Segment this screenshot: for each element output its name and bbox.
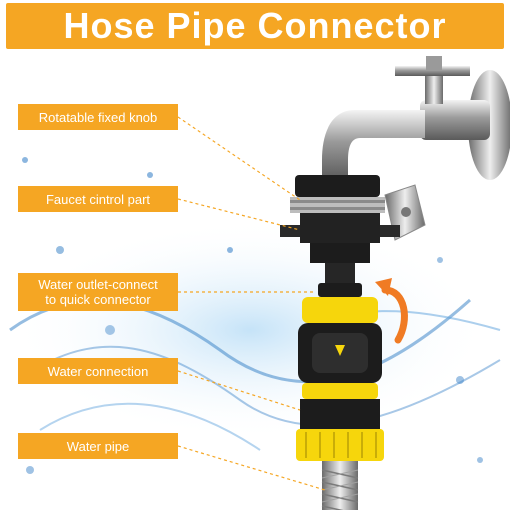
page-title: Hose Pipe Connector xyxy=(63,5,447,46)
callout-text: Water connection xyxy=(47,363,149,379)
callout-label-water-connection: Water connection xyxy=(18,358,178,384)
header-banner: Hose Pipe Connector xyxy=(6,3,504,49)
callout-label-faucet-control: Faucet cintrol part xyxy=(18,186,178,212)
callout-text: Water outlet-connect xyxy=(38,277,158,292)
callout-lines xyxy=(177,116,326,491)
faucet-control-part xyxy=(280,175,426,297)
callout-label-water-pipe: Water pipe xyxy=(18,433,178,459)
quick-connector xyxy=(296,297,384,461)
rotate-arrow-icon xyxy=(375,278,408,344)
callout-label-water-outlet: Water outlet-connect to quick connector xyxy=(18,273,178,311)
callout-text: Faucet cintrol part xyxy=(45,191,151,207)
water-pipe xyxy=(321,461,359,510)
callout-text: to quick connector xyxy=(45,292,151,307)
callout-text: Rotatable fixed knob xyxy=(38,109,158,125)
callout-text: Water pipe xyxy=(66,438,130,454)
callout-label-rotatable-knob: Rotatable fixed knob xyxy=(18,104,178,130)
faucet-icon xyxy=(322,56,510,180)
